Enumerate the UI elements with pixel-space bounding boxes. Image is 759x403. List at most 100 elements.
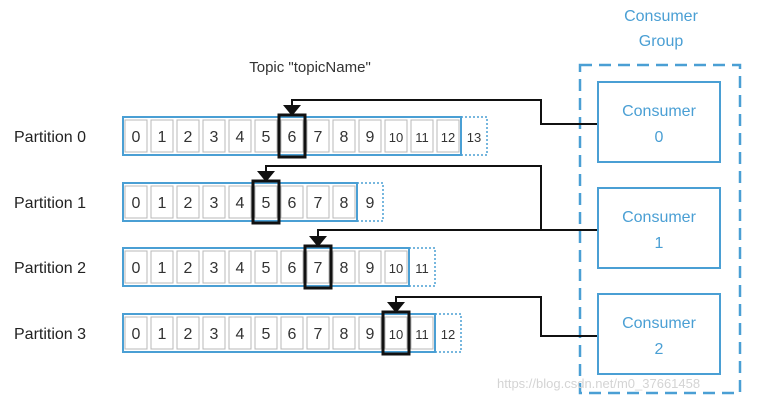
offset-cell: [358, 250, 382, 284]
offset-cell: [176, 250, 200, 284]
partition-label: Partition 0: [14, 129, 86, 146]
offset-cell-label: 8: [340, 195, 349, 212]
consumer-box: [597, 81, 721, 163]
offset-cell: [150, 316, 174, 350]
partition-label: Partition 1: [14, 195, 86, 212]
consumer-name: Consumer: [622, 315, 696, 332]
consumer-id: 2: [655, 341, 664, 358]
offset-cell: [332, 185, 356, 219]
consumer-0: Consumer 0: [597, 81, 721, 163]
offset-cell: [228, 250, 252, 284]
offset-cell-label: 12: [441, 130, 455, 145]
offset-cell: [176, 316, 200, 350]
offset-cell: [124, 119, 148, 153]
pending-offset-label: 13: [467, 130, 481, 145]
topic-title: Topic "topicName": [249, 59, 371, 76]
offset-cell-label: 2: [184, 129, 193, 146]
offset-cell-label: 6: [288, 195, 297, 212]
offset-cell: [150, 185, 174, 219]
pending-offset-label: 9: [366, 195, 375, 212]
offset-cell: [384, 316, 408, 350]
offset-cell: [332, 250, 356, 284]
offset-cell: [306, 250, 330, 284]
offset-cell-label: 1: [158, 326, 167, 343]
consumer-2: Consumer 2: [597, 293, 721, 375]
offset-cell: [176, 119, 200, 153]
consumer-box: [597, 187, 721, 269]
offset-cell: [202, 185, 226, 219]
consumer-box: [597, 293, 721, 375]
consumer-id: 0: [655, 129, 664, 146]
offset-cell: [436, 119, 460, 153]
offset-cell-label: 7: [314, 129, 323, 146]
pending-offset-cell: [434, 313, 462, 353]
offset-cell: [410, 316, 434, 350]
offset-cell: [228, 119, 252, 153]
link-arrowhead: [257, 171, 275, 182]
link-arrowhead: [283, 105, 301, 116]
offset-cell: [306, 119, 330, 153]
offset-cell: [254, 316, 278, 350]
offset-cell-label: 4: [236, 129, 245, 146]
offset-cell-label: 2: [184, 326, 193, 343]
offset-cell-label: 4: [236, 260, 245, 277]
offset-cell-label: 6: [288, 260, 297, 277]
offset-cell-label: 4: [236, 326, 245, 343]
offset-cell-label: 1: [158, 129, 167, 146]
consumer-group-title-line1: Consumer: [624, 8, 698, 25]
offset-cell: [280, 250, 304, 284]
offset-cell-label: 6: [288, 129, 297, 146]
link-arrowhead: [387, 302, 405, 313]
consumer-group-title-line2: Group: [639, 33, 684, 50]
offset-cell-label: 8: [340, 326, 349, 343]
offset-cell-label: 7: [314, 195, 323, 212]
consumer-name: Consumer: [622, 209, 696, 226]
pending-offset-cell: [408, 247, 436, 287]
offset-cell-label: 3: [210, 260, 219, 277]
partition-label: Partition 3: [14, 326, 86, 343]
offset-cell: [228, 316, 252, 350]
partition-label: Partition 2: [14, 260, 86, 277]
offset-cell-label: 0: [132, 260, 141, 277]
offset-cell-label: 8: [340, 260, 349, 277]
offset-cell: [202, 119, 226, 153]
consumer-link-2: [317, 229, 598, 238]
offset-cell: [280, 119, 304, 153]
offset-cell: [150, 119, 174, 153]
offset-cell-label: 2: [184, 260, 193, 277]
offset-cell: [124, 250, 148, 284]
offset-cell-label: 7: [314, 260, 323, 277]
offset-cell: [280, 185, 304, 219]
consumer-group-box: [578, 63, 742, 395]
offset-cell-label: 3: [210, 129, 219, 146]
offset-cell-label: 5: [262, 129, 271, 146]
pending-offset-cell: [460, 116, 488, 156]
offset-cell-label: 2: [184, 195, 193, 212]
offset-cell: [228, 185, 252, 219]
consumer-link-0: [291, 99, 598, 125]
offset-cell-label: 3: [210, 326, 219, 343]
offset-cell-label: 1: [158, 195, 167, 212]
offset-cell: [202, 316, 226, 350]
offset-cell: [332, 119, 356, 153]
consumer-name: Consumer: [622, 103, 696, 120]
current-offset-marker: [303, 244, 333, 290]
offset-cell: [384, 119, 408, 153]
pending-offset-cell: [356, 182, 384, 222]
offset-cell: [280, 316, 304, 350]
offset-cell-label: 0: [132, 129, 141, 146]
offset-cell: [254, 250, 278, 284]
offset-cell: [124, 316, 148, 350]
current-offset-marker: [251, 179, 281, 225]
offset-cell-label: 5: [262, 260, 271, 277]
offset-cell-label: 5: [262, 326, 271, 343]
offset-cell-label: 8: [340, 129, 349, 146]
offset-cell-label: 6: [288, 326, 297, 343]
consumer-link-3: [395, 296, 598, 337]
offset-cell: [254, 185, 278, 219]
